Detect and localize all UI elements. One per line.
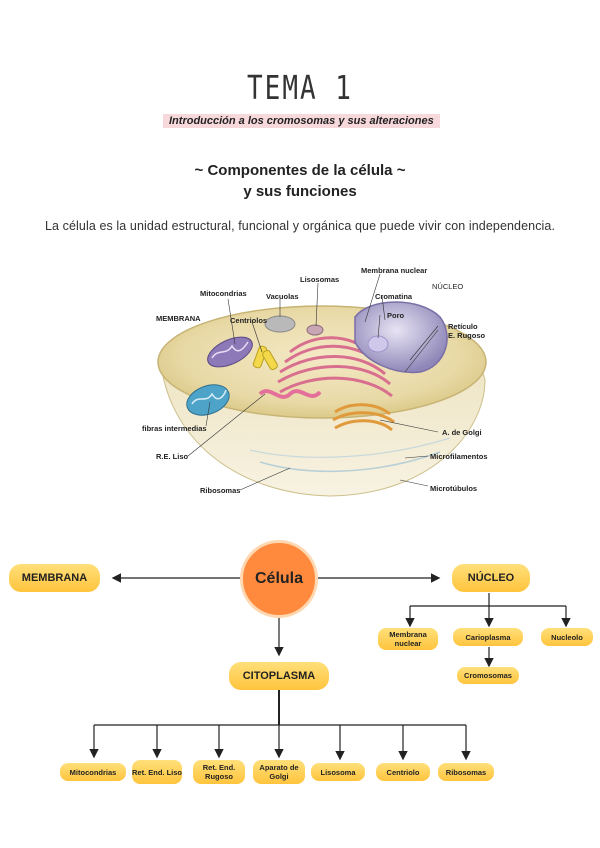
- node-mitocondrias-label: Mitocondrias: [69, 767, 117, 777]
- node-citoplasma[interactable]: CITOPLASMA: [229, 662, 329, 690]
- section-heading-line-2: y sus funciones: [243, 183, 357, 200]
- node-centriolo[interactable]: Centriolo: [376, 763, 430, 781]
- node-ret-end-rugoso-label: Ret. End. Rugoso: [202, 763, 236, 781]
- node-ribosomas[interactable]: Ribosomas: [438, 763, 494, 781]
- label-golgi: A. de Golgi: [442, 428, 482, 437]
- node-cromosomas[interactable]: Cromosomas: [457, 667, 519, 684]
- node-lisosoma[interactable]: Lisosoma: [311, 763, 365, 781]
- label-lisosomas: Lisosomas: [300, 275, 340, 284]
- cell-illustration: Mitocondrias Vacuolas Lisosomas Membrana…: [140, 262, 500, 504]
- label-microfilamentos: Microfilamentos: [430, 452, 488, 461]
- cell-diagram: [157, 273, 487, 497]
- label-ribosomas: Ribosomas: [200, 486, 241, 495]
- node-lisosoma-label: Lisosoma: [320, 767, 356, 777]
- label-re-liso: R.E. Liso: [156, 452, 189, 461]
- node-ribosomas-label: Ribosomas: [445, 767, 487, 777]
- node-nucleolo-label: Nucleolo: [551, 632, 583, 642]
- label-nucleo: NÚCLEO: [432, 282, 464, 291]
- node-ret-end-liso[interactable]: Ret. End. Liso: [132, 760, 182, 784]
- section-heading-line-1: ~ Componentes de la célula ~: [194, 162, 406, 179]
- intro-text: La célula es la unidad estructural, func…: [44, 219, 556, 233]
- node-nucleolo[interactable]: Nucleolo: [541, 628, 593, 646]
- node-cromosomas-label: Cromosomas: [464, 671, 512, 680]
- label-microtubulos: Microtúbulos: [430, 484, 478, 493]
- node-centriolo-label: Centriolo: [386, 767, 420, 777]
- node-aparato-golgi[interactable]: Aparato de Golgi: [253, 760, 305, 784]
- node-carioplasma[interactable]: Carioplasma: [453, 628, 523, 646]
- label-cromatina: Cromatina: [375, 292, 413, 301]
- center-node-label: Célula: [254, 570, 303, 587]
- concept-map-connectors: [89, 573, 571, 761]
- node-nucleo[interactable]: NÚCLEO: [452, 564, 530, 592]
- node-membrana-nuclear-label: Membrana nuclear: [389, 630, 427, 648]
- label-reticulo-rugoso: Retículo E. Rugoso: [448, 322, 486, 340]
- label-poro: Poro: [387, 311, 405, 320]
- node-carioplasma-label: Carioplasma: [465, 632, 511, 642]
- label-centriolos: Centriolos: [230, 316, 268, 325]
- page-title: TEMA 1: [247, 70, 353, 108]
- label-membrana: MEMBRANA: [156, 314, 201, 323]
- node-membrana[interactable]: MEMBRANA: [9, 564, 100, 592]
- center-node[interactable]: Célula: [240, 540, 318, 618]
- node-ret-end-rugoso[interactable]: Ret. End. Rugoso: [193, 760, 245, 784]
- node-membrana-nuclear[interactable]: Membrana nuclear: [378, 628, 438, 650]
- node-citoplasma-label: CITOPLASMA: [242, 670, 316, 682]
- label-fibras: fibras intermedias: [142, 424, 207, 433]
- label-mitocondrias: Mitocondrias: [200, 289, 247, 298]
- label-membrana-nuclear: Membrana nuclear: [361, 266, 428, 275]
- page-subtitle: Introducción a los cromosomas y sus alte…: [163, 114, 440, 128]
- label-vacuolas: Vacuolas: [266, 292, 299, 301]
- node-ret-end-liso-label: Ret. End. Liso: [132, 767, 183, 777]
- node-membrana-label: MEMBRANA: [21, 572, 88, 584]
- node-aparato-golgi-label: Aparato de Golgi: [259, 763, 299, 781]
- section-heading: ~ Componentes de la célula ~ y sus funci…: [0, 160, 600, 202]
- node-mitocondrias[interactable]: Mitocondrias: [60, 763, 126, 781]
- node-nucleo-label: NÚCLEO: [467, 572, 515, 584]
